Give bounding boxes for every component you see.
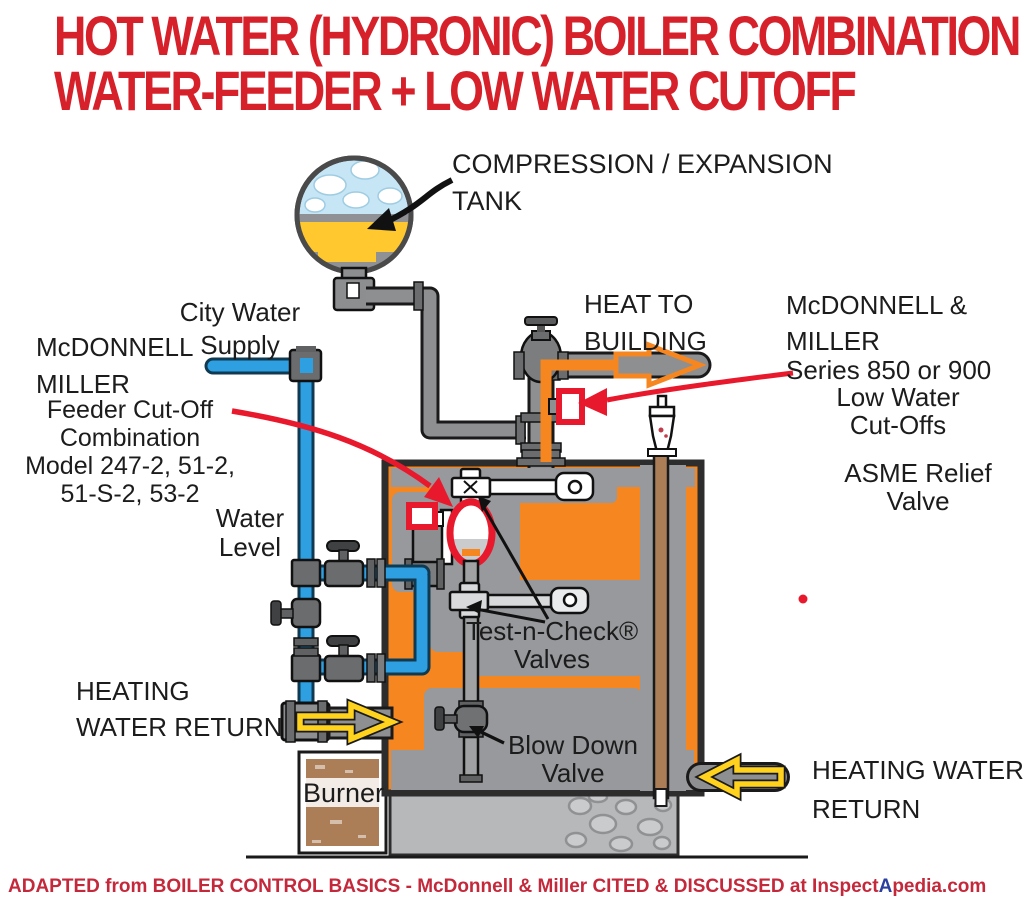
feeder-highlight-box	[406, 502, 438, 530]
label-compression-expansion-tank: COMPRESSION / EXPANSION TANK	[452, 149, 833, 216]
tnc-upper-pointer-arrow-icon	[480, 503, 550, 620]
return-coupling-left	[280, 700, 331, 743]
blow-down-valve-icon	[434, 700, 489, 738]
globe-valve-left	[270, 597, 322, 629]
gate-valve-lower	[323, 635, 365, 683]
city-water-piping	[204, 357, 431, 721]
blowdown-pointer-arrow-icon	[478, 729, 505, 745]
label-series-850-900: Series 850 or 900	[786, 355, 992, 385]
test-n-check-valve-upper	[450, 467, 595, 517]
label-heat-to-building: HEAT TO BUILDING	[584, 289, 707, 356]
footer-site-accent: A	[878, 876, 893, 897]
tank-outlet-pipe	[366, 281, 526, 445]
pipe-unions	[293, 558, 386, 683]
blow-down-pipe	[459, 615, 483, 783]
lwco-pointer-arrow-icon	[606, 370, 794, 403]
gauge-glass	[446, 498, 496, 568]
page-title: HOT WATER (HYDRONIC) BOILER COMBINATION …	[54, 4, 1021, 122]
label-blow-down-valve: Blow Down Valve	[507, 730, 639, 788]
label-heating-water-return-right: HEATING WATER RETURN	[812, 755, 1024, 824]
label-water-level: Water Level	[215, 503, 285, 562]
footer-attribution: ADAPTED from BOILER CONTROL BASICS - McD…	[8, 876, 986, 898]
lwco-highlight-box	[556, 388, 585, 425]
label-low-water-cutoffs: Low Water Cut-Offs	[836, 382, 960, 440]
label-test-n-check-valves: Test-n-Check® Valves	[465, 616, 639, 674]
annotations	[231, 177, 808, 745]
burner-box	[297, 750, 388, 855]
red-dot	[798, 594, 808, 604]
feeder-pointer-arrow-icon	[231, 408, 432, 489]
expansion-tank	[294, 155, 414, 312]
label-asme-relief-valve: ASME Relief Valve	[844, 458, 992, 516]
tank-pointer-arrow-icon	[382, 177, 454, 226]
tnc-lower-pointer-arrow-icon	[475, 607, 546, 624]
lwco-marker	[548, 388, 585, 425]
label-feeder-cutoff-models: Feeder Cut-Off Combination Model 247-2, …	[25, 396, 235, 508]
label-burner: Burner	[303, 778, 385, 808]
label-heating-water-return-left: HEATING WATER RETURN	[76, 676, 283, 742]
footer-text: ADAPTED from BOILER CONTROL BASICS - McD…	[8, 876, 813, 897]
footer-site-part2: pedia.com	[892, 876, 987, 897]
return-pipe-left	[295, 698, 404, 746]
city-water-tee	[288, 346, 323, 383]
footer-site-part1: Inspect	[812, 876, 879, 897]
label-city-water-supply: City Water Supply	[179, 297, 301, 360]
branch-tees	[290, 558, 322, 683]
label-mcdonnell-miller-right: McDONNELL & MILLER	[786, 290, 968, 356]
asme-relief-valve-icon	[647, 394, 677, 457]
label-mcdonnell-miller-left: McDONNELL MILLER	[36, 332, 194, 399]
air-bubbles	[304, 160, 403, 213]
return-pipe-right	[686, 752, 790, 802]
heat-flow-arrow-icon	[540, 341, 707, 462]
gate-valve-upper	[323, 540, 365, 588]
